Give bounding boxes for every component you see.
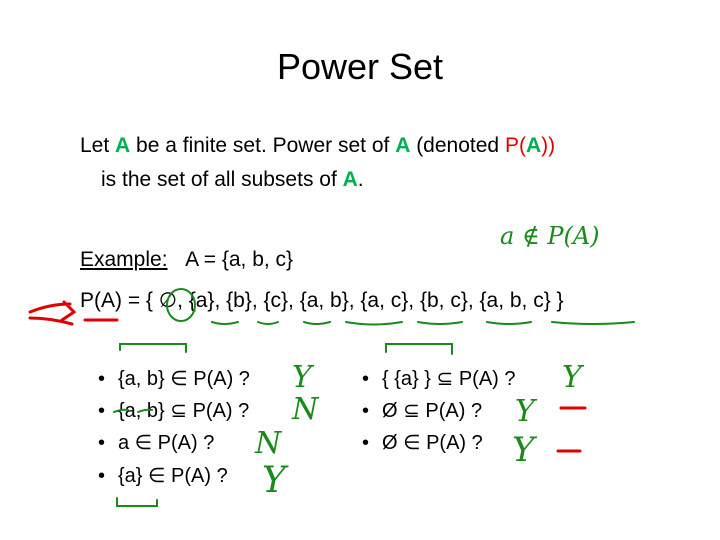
- handwritten-answer: Y: [262, 460, 286, 501]
- ink-underlines: [211, 321, 635, 326]
- ink-circle: [166, 288, 196, 322]
- handwritten-answer: Y: [512, 430, 535, 470]
- text: Let: [80, 134, 116, 157]
- text: be a finite set. Power set of: [130, 134, 396, 157]
- slide-title: Power Set: [276, 46, 444, 87]
- ink-arrow: [28, 300, 119, 326]
- set-a: A: [525, 134, 542, 157]
- question-right-2: •Ø ⊆ P(A) ?: [362, 400, 483, 422]
- question-left-1: •{a, b} ∈ P(A) ?: [98, 368, 250, 390]
- question-left-3: •a ∈ P(A) ?: [98, 432, 215, 454]
- question-text: {a, b} ∈ P(A) ?: [118, 368, 250, 390]
- definition-line-1: Let A be a finite set. Power set of A (d…: [80, 134, 555, 158]
- question-left-4: •{a} ∈ P(A) ?: [98, 465, 228, 487]
- definition-line-2: is the set of all subsets of A.: [101, 168, 364, 192]
- question-text: {a, b} ⊆ P(A) ?: [118, 400, 250, 422]
- question-right-1: •{ {a} } ⊆ P(A) ?: [362, 368, 516, 390]
- question-left-2: •{a, b} ⊆ P(A) ?: [98, 400, 250, 422]
- text: .: [357, 168, 364, 191]
- handwritten-answer: N: [255, 426, 282, 461]
- question-text: Ø ⊆ P(A) ?: [382, 400, 483, 422]
- powerset-line: P(A) = { ∅, {a}, {b}, {c}, {a, b}, {a, c…: [80, 289, 564, 312]
- question-text: {a} ∈ P(A) ?: [118, 465, 228, 487]
- text: (denoted: [410, 134, 505, 157]
- example-set: A = {a, b, c}: [185, 248, 294, 271]
- handwritten-answer: N: [292, 392, 319, 427]
- handwritten-note: a ∉ P(A): [500, 222, 600, 250]
- text: is the set of all subsets of: [101, 168, 343, 191]
- powerset-notation: P(: [504, 134, 526, 157]
- question-text: Ø ∈ P(A) ?: [382, 432, 483, 454]
- handwritten-answer: Y: [515, 394, 535, 429]
- handwritten-answer: Y: [292, 360, 312, 395]
- powerset-notation: )): [541, 134, 556, 157]
- question-text: { {a} } ⊆ P(A) ?: [382, 368, 516, 390]
- question-text: a ∈ P(A) ?: [118, 432, 215, 454]
- set-a: A: [115, 134, 131, 157]
- question-right-3: •Ø ∈ P(A) ?: [362, 432, 483, 454]
- handwritten-answer: Y: [562, 360, 582, 395]
- set-a: A: [342, 168, 358, 191]
- set-a: A: [395, 134, 411, 157]
- ink-dashes: [556, 406, 587, 453]
- example-line: Example: A = {a, b, c}: [80, 248, 293, 272]
- example-label: Example:: [80, 248, 168, 271]
- ink-brackets: [113, 343, 453, 507]
